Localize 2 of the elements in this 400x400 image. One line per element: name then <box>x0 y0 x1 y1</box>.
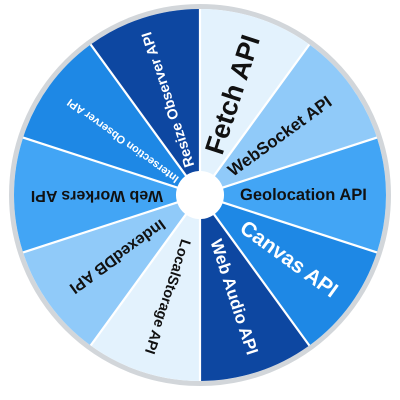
api-label: Web Workers API <box>30 186 163 204</box>
api-label: Geolocation API <box>240 186 367 204</box>
